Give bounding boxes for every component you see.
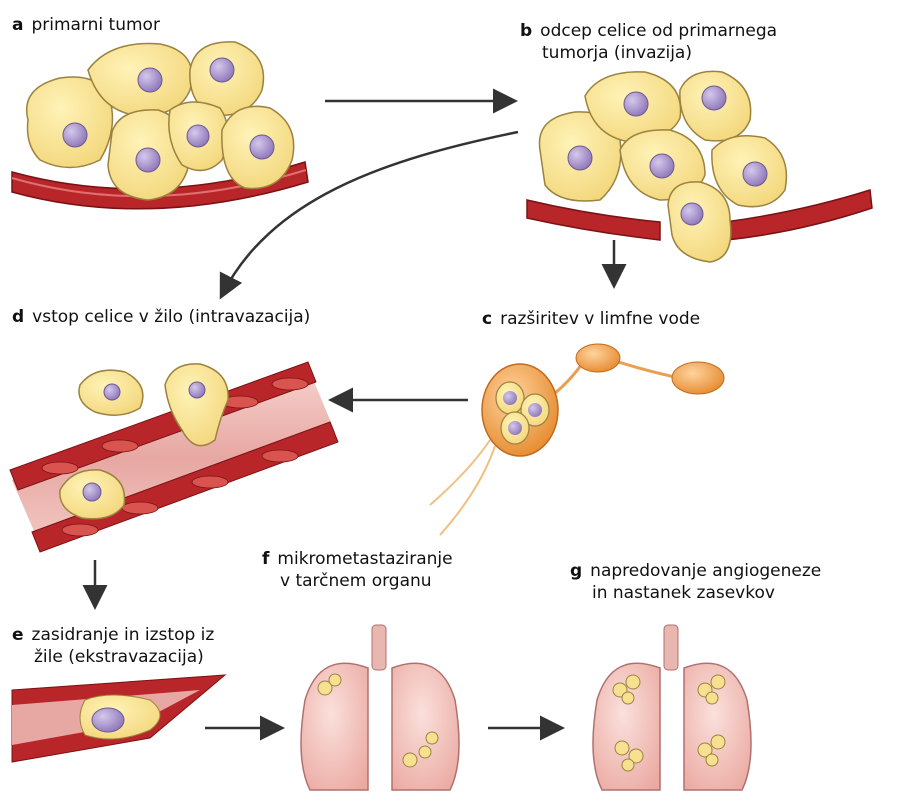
step-d-label: d vstop celice v žilo (intravazacija) — [12, 306, 310, 328]
step-e-letter: e — [12, 625, 24, 645]
step-c-letter: c — [482, 309, 492, 329]
extravasation-illustration — [12, 675, 225, 762]
step-a-label: a primarni tumor — [12, 14, 160, 36]
step-f-label: f mikrometastaziranje v tarčnem organu — [262, 548, 453, 592]
step-g-text-1: napredovanje angiogeneze — [590, 561, 821, 581]
step-b-text-1: odcep celice od primarnega — [540, 21, 777, 41]
step-b-text-2: tumorja (invazija) — [542, 42, 777, 64]
step-b-letter: b — [520, 21, 532, 41]
invasion-illustration — [527, 71, 872, 262]
lungs-metastases-illustration — [593, 625, 751, 790]
lungs-micrometastases-illustration — [301, 625, 459, 790]
step-d-letter: d — [12, 307, 24, 327]
step-a-text: primarni tumor — [31, 15, 159, 35]
step-a-letter: a — [12, 15, 23, 35]
primary-tumor-illustration — [12, 42, 308, 209]
step-g-letter: g — [570, 561, 582, 581]
step-f-text-1: mikrometastaziranje — [277, 549, 452, 569]
step-c-label: c razširitev v limfne vode — [482, 308, 700, 330]
step-f-text-2: v tarčnem organu — [280, 570, 453, 592]
intravasation-illustration — [10, 362, 338, 552]
step-e-text-2: žile (ekstravazacija) — [34, 646, 214, 668]
step-c-text: razširitev v limfne vode — [500, 309, 700, 329]
step-e-label: e zasidranje in izstop iz žile (ekstravaz… — [12, 624, 214, 668]
step-e-text-1: zasidranje in izstop iz — [32, 625, 215, 645]
step-g-label: g napredovanje angiogeneze in nastanek za… — [570, 560, 821, 604]
step-d-text: vstop celice v žilo (intravazacija) — [32, 307, 310, 327]
step-b-label: b odcep celice od primarnega tumorja (inv… — [520, 20, 777, 64]
lymph-node-illustration — [430, 344, 724, 535]
step-f-letter: f — [262, 549, 269, 569]
step-g-text-2: in nastanek zasevkov — [592, 582, 821, 604]
